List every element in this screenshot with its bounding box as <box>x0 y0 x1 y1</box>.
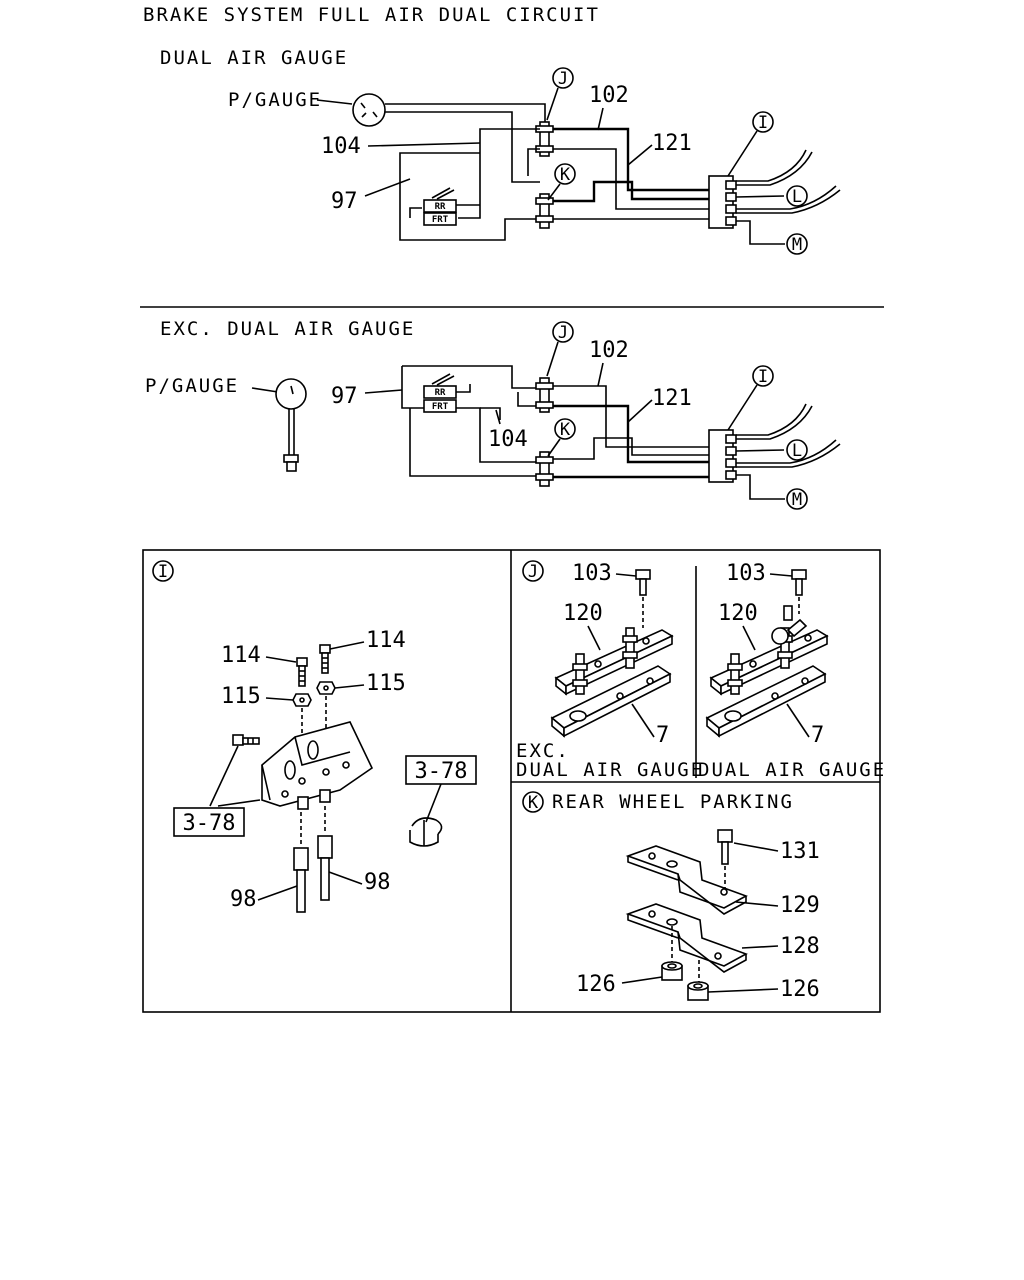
detail-j-circle-label: J <box>528 562 538 582</box>
dual-air-gauge-section: DUAL AIR GAUGE P/GAUGE 104 J <box>160 47 841 255</box>
caption-exc-line2: DUAL AIR GAUGE <box>516 759 704 781</box>
nut-115-right-icon <box>316 681 336 695</box>
circle-label-l: L <box>792 187 802 207</box>
callout-104: 104 <box>321 134 361 159</box>
circle-label-k-mid: K <box>560 420 571 440</box>
callout-97-mid: 97 <box>331 384 358 409</box>
callout-103-left: 103 <box>572 561 612 586</box>
pipe-98-right <box>317 835 333 901</box>
ref-3-78-left: 3-78 <box>183 811 236 836</box>
manifold-block-i-mid <box>708 429 737 483</box>
detail-k-panel: K REAR WHEEL PARKING 131 129 <box>522 791 820 1002</box>
callout-104-mid: 104 <box>488 427 528 452</box>
circle-label-k: K <box>560 165 571 185</box>
detail-i-circle-label: I <box>158 562 168 582</box>
exc-dual-air-gauge-section: EXC. DUAL AIR GAUGE P/GAUGE 97 RR FRT <box>145 318 841 510</box>
caption-dual-air-gauge: DUAL AIR GAUGE <box>698 759 886 781</box>
detail-i-panel: I 114 114 115 11 <box>152 560 477 913</box>
rear-wheel-parking-heading: REAR WHEEL PARKING <box>552 791 794 813</box>
connector-block-k <box>535 193 554 229</box>
detail-j-panel: J 103 120 <box>516 560 886 781</box>
circle-label-i: I <box>758 113 768 133</box>
p-gauge-label-single: P/GAUGE <box>145 375 239 397</box>
circle-label-j-mid: J <box>558 323 568 343</box>
hose-clip-icon <box>409 817 443 847</box>
callout-128: 128 <box>780 934 820 959</box>
dual-pressure-gauge-icon <box>352 93 386 127</box>
exc-dual-air-gauge-heading: EXC. DUAL AIR GAUGE <box>160 318 415 340</box>
diagram-title: BRAKE SYSTEM FULL AIR DUAL CIRCUIT <box>143 4 600 26</box>
bolt-114-left-icon <box>296 657 308 687</box>
connector-plate-left <box>554 627 674 696</box>
circle-label-j: J <box>558 69 568 89</box>
valve-frt-label-mid: FRT <box>432 402 449 412</box>
ref-3-78-right: 3-78 <box>415 759 468 784</box>
bolt-114-right-icon <box>319 644 331 674</box>
valve-rr-label: RR <box>435 202 446 212</box>
bolt-131-icon <box>717 829 733 865</box>
callout-102: 102 <box>589 83 629 108</box>
base-plate-7-right <box>705 665 827 738</box>
callout-103-right: 103 <box>726 561 766 586</box>
valve-frt-label: FRT <box>432 215 449 225</box>
valve-rr-label-mid: RR <box>435 388 446 398</box>
plate-129 <box>625 845 748 915</box>
caption-exc-line1: EXC. <box>516 740 570 762</box>
pipe-98-left <box>293 847 309 913</box>
circle-label-i-mid: I <box>758 367 768 387</box>
callout-121: 121 <box>652 131 692 156</box>
callout-7-right: 7 <box>811 723 824 748</box>
callout-126-right: 126 <box>780 977 820 1002</box>
single-pressure-gauge-icon <box>275 378 307 472</box>
callout-126-left: 126 <box>576 972 616 997</box>
detail-k-circle-label: K <box>528 793 539 813</box>
manifold-block-i <box>708 175 737 229</box>
callout-114-right: 114 <box>366 628 406 653</box>
parking-brake-valve: RR FRT <box>423 187 480 226</box>
connector-block-k-mid <box>535 451 554 487</box>
callout-98-right: 98 <box>364 870 391 895</box>
spacer-126-left-icon <box>661 961 683 981</box>
callout-129: 129 <box>780 893 820 918</box>
callout-120-left: 120 <box>563 601 603 626</box>
detail-frame <box>142 549 881 1013</box>
callout-102-mid: 102 <box>589 338 629 363</box>
nut-115-left-icon <box>292 693 312 707</box>
callout-7-left: 7 <box>656 723 669 748</box>
mounting-bolt-icon <box>232 734 260 746</box>
circle-label-m-mid: M <box>792 490 802 510</box>
callout-115-left: 115 <box>221 684 261 709</box>
circle-label-l-mid: L <box>792 441 802 461</box>
callout-131: 131 <box>780 839 820 864</box>
callout-98-left: 98 <box>230 887 257 912</box>
callout-115-right: 115 <box>366 671 406 696</box>
circle-label-m: M <box>792 235 802 255</box>
parking-brake-valve-mid: RR FRT <box>423 373 457 413</box>
callout-120-right: 120 <box>718 601 758 626</box>
plate-128 <box>625 903 748 973</box>
bolt-103-right-icon <box>791 569 807 596</box>
connector-block-j-mid <box>535 377 554 413</box>
callout-121-mid: 121 <box>652 386 692 411</box>
connector-block-j <box>535 121 554 157</box>
bolt-103-left-icon <box>635 569 651 596</box>
base-plate-7-left <box>550 665 672 738</box>
manifold-bracket <box>261 721 374 810</box>
callout-97: 97 <box>331 189 358 214</box>
spacer-126-right-icon <box>687 981 709 1001</box>
callout-114-left: 114 <box>221 643 261 668</box>
dual-air-gauge-heading: DUAL AIR GAUGE <box>160 47 348 69</box>
p-gauge-label: P/GAUGE <box>228 89 322 111</box>
connector-plate-right <box>709 605 829 696</box>
